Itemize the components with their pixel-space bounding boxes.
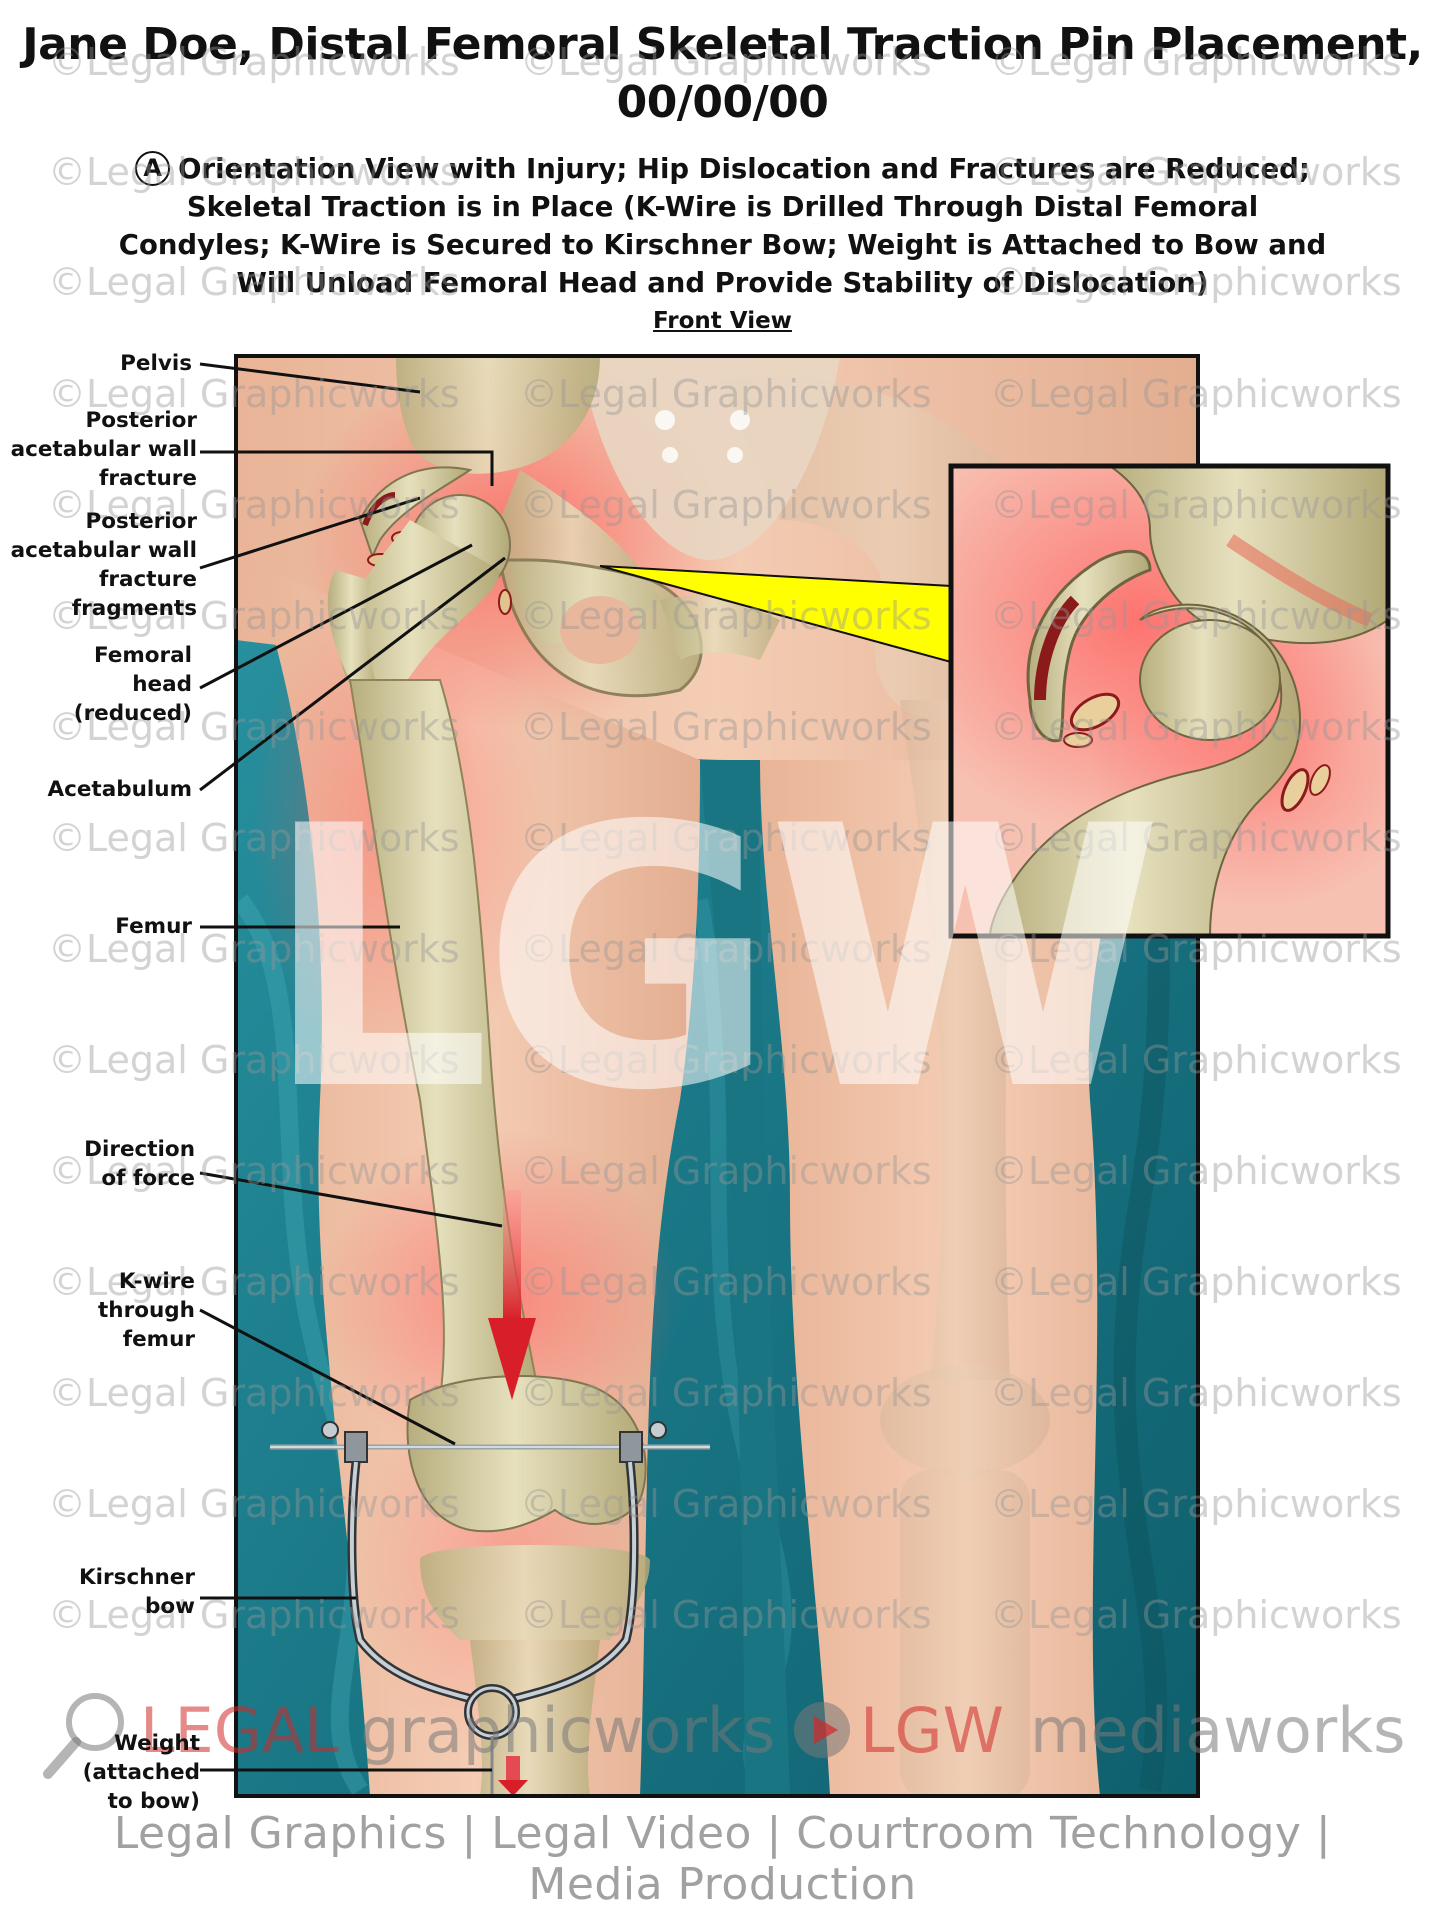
label-acetabulum: Acetabulum [47,777,192,802]
page-title: Jane Doe, Distal Femoral Skeletal Tracti… [22,19,1423,128]
label-femur: Femur [115,914,192,939]
view-label: Front View [653,308,792,334]
label-posterior-wall-fragments: Posterior acetabular wall fracture fragm… [10,509,197,621]
label-pelvis: Pelvis [120,351,192,376]
description-text: Orientation View with Injury; Hip Disloc… [118,153,1327,299]
label-kirschner-bow: Kirschner bow [79,1565,195,1619]
zoom-inset [951,466,1388,936]
leader-lines [199,362,506,1772]
label-k-wire: K-wire through femur [98,1269,195,1352]
panel-marker: A [135,151,171,186]
label-femoral-head: Femoral head (reduced) [73,643,192,726]
label-direction-of-force: Direction of force [84,1137,195,1191]
label-weight: Weight (attached to bow) [82,1731,200,1814]
label-posterior-wall-fracture: Posterior acetabular wall fracture [10,408,197,491]
